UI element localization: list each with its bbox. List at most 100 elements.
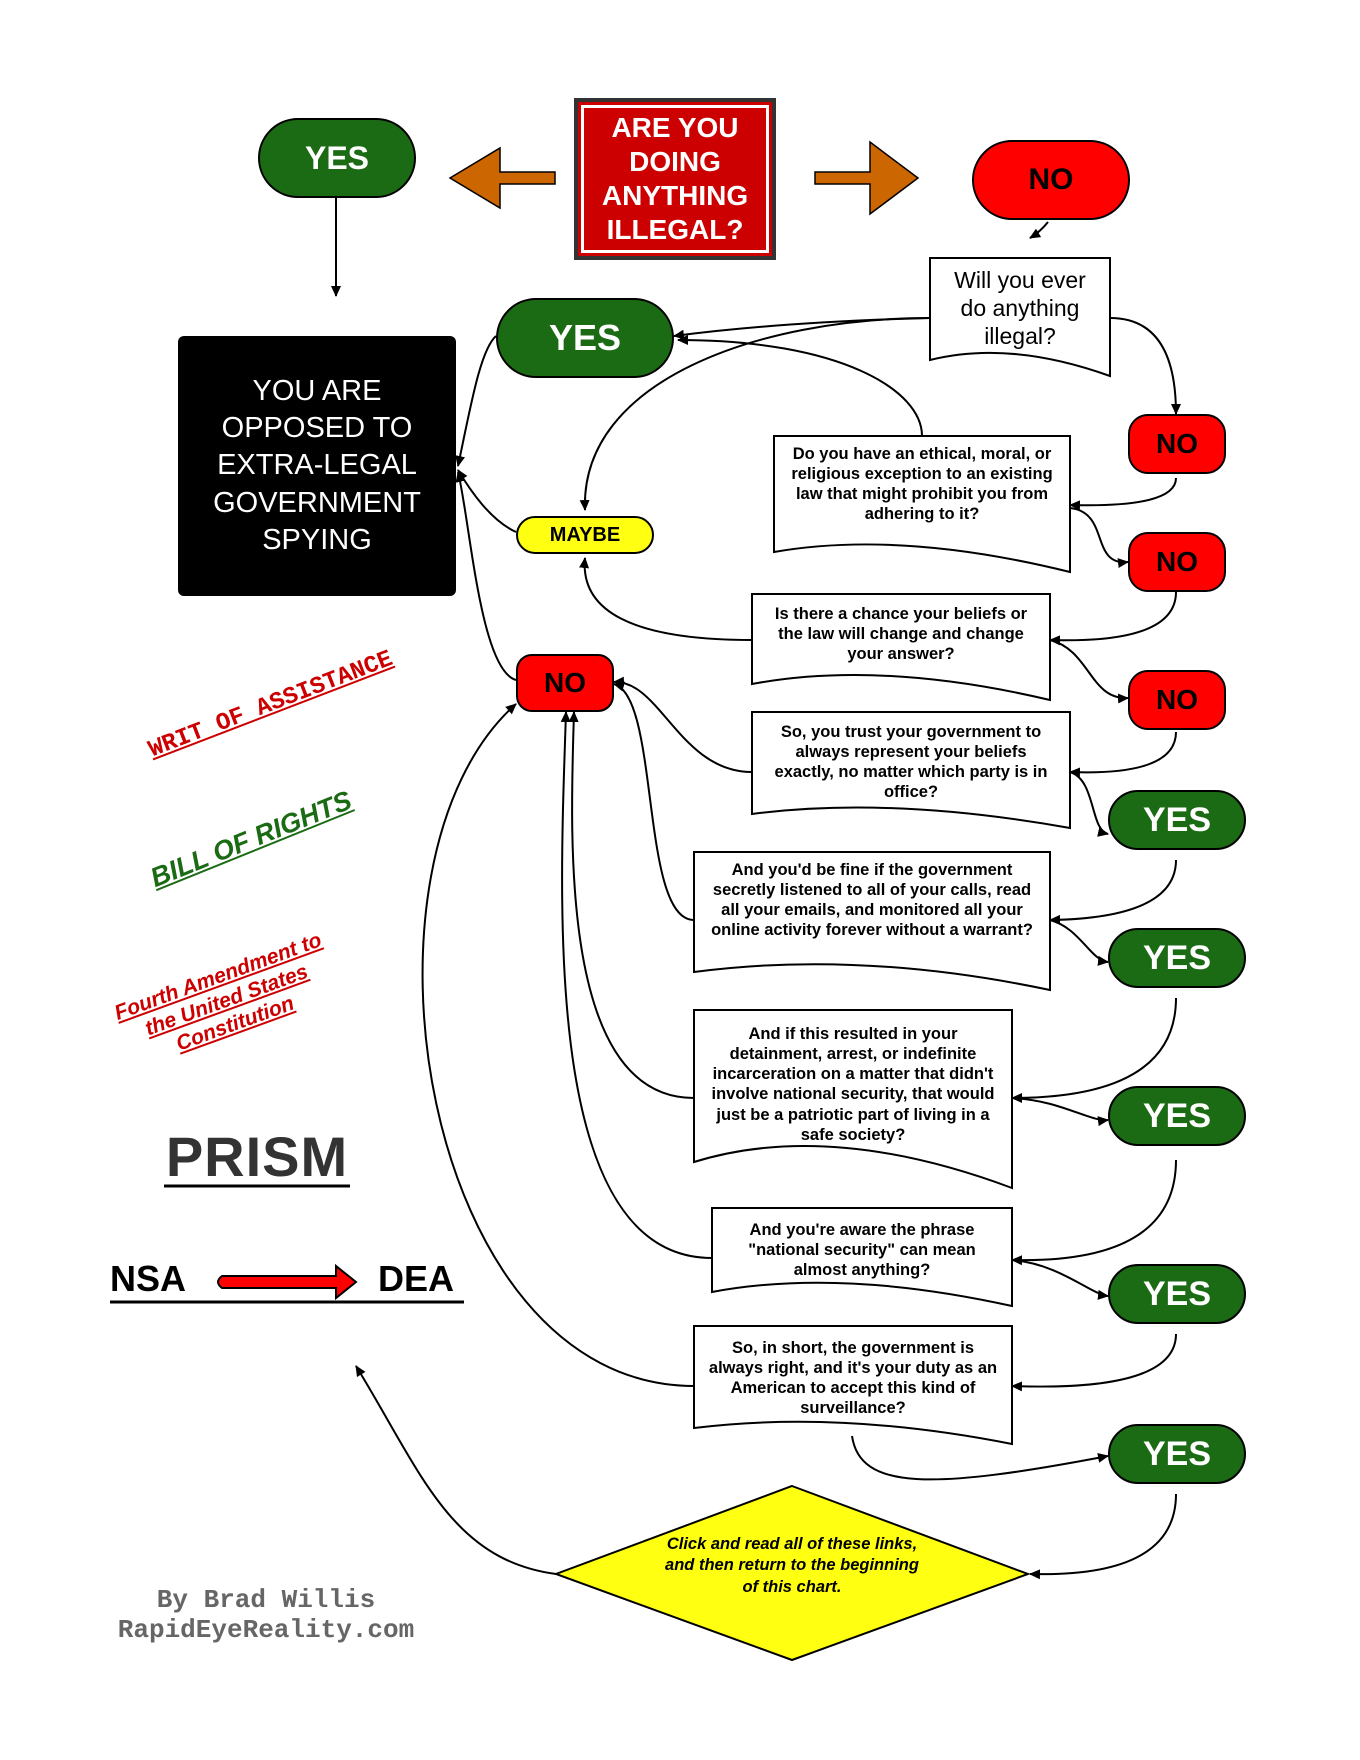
answer-yes-2-label: YES bbox=[1142, 938, 1212, 977]
answer-no-3: NO bbox=[1128, 670, 1226, 730]
answer-no-1-label: NO bbox=[1156, 428, 1198, 459]
q4-shape bbox=[751, 711, 1071, 830]
answer-yes-3-label: YES bbox=[1142, 1096, 1212, 1135]
connector bbox=[613, 681, 695, 921]
answer-no-2: NO bbox=[1128, 532, 1226, 592]
q2-shape bbox=[773, 435, 1071, 574]
connector bbox=[455, 335, 497, 467]
question-1: Will you ever do anything illegal? bbox=[930, 258, 1110, 368]
dea-link[interactable]: DEA bbox=[378, 1258, 454, 1300]
question-2-text: Do you have an ethical, moral, or religi… bbox=[791, 445, 1053, 524]
prism-link[interactable]: PRISM bbox=[164, 1124, 350, 1189]
question-6-text: And if this resulted in your detainment,… bbox=[711, 1025, 995, 1144]
hub-no-label: NO bbox=[544, 667, 586, 698]
answer-yes-4-label: YES bbox=[1142, 1274, 1212, 1313]
connector bbox=[1069, 477, 1177, 511]
connector bbox=[1029, 221, 1049, 239]
connector bbox=[1011, 1097, 1109, 1127]
dea-text: DEA bbox=[378, 1258, 455, 1299]
nsa-text: NSA bbox=[110, 1258, 187, 1299]
right-arrow-shape bbox=[814, 140, 920, 216]
hub-maybe-label: MAYBE bbox=[549, 523, 621, 546]
question-7-text: And you're aware the phrase "national se… bbox=[748, 1221, 976, 1280]
connector bbox=[1049, 639, 1129, 704]
q6-shape bbox=[693, 1009, 1013, 1190]
q5-shape bbox=[693, 851, 1051, 992]
q7-shape bbox=[711, 1207, 1013, 1308]
answer-yes-4: YES bbox=[1108, 1264, 1246, 1324]
credit-author: By Brad Willis bbox=[156, 1585, 376, 1615]
connector bbox=[579, 557, 753, 641]
answer-no-3-label: NO bbox=[1156, 684, 1198, 715]
connector bbox=[677, 335, 923, 437]
connector bbox=[455, 471, 517, 681]
final-instruction: Click and read all of these links, and t… bbox=[660, 1534, 924, 1598]
start-question-text: ARE YOU DOING ANYTHING ILLEGAL? bbox=[601, 111, 749, 246]
prism-text: PRISM bbox=[165, 1125, 349, 1188]
connector bbox=[568, 711, 695, 1099]
question-3: Is there a chance your beliefs or the la… bbox=[752, 594, 1050, 694]
connector bbox=[1011, 1333, 1177, 1392]
question-5-text: And you'd be fine if the government secr… bbox=[711, 861, 1033, 940]
question-2: Do you have an ethical, moral, or religi… bbox=[774, 436, 1070, 566]
connector bbox=[1011, 1159, 1177, 1266]
result-box: YOU ARE OPPOSED TO EXTRA-LEGAL GOVERNMEN… bbox=[178, 336, 456, 596]
connector bbox=[1029, 1493, 1177, 1580]
connector bbox=[355, 1365, 557, 1575]
start-question-box: ARE YOU DOING ANYTHING ILLEGAL? bbox=[574, 98, 776, 260]
answer-yes-1: YES bbox=[1108, 790, 1246, 850]
connector bbox=[1011, 997, 1177, 1103]
connector bbox=[1069, 731, 1177, 778]
connector bbox=[851, 1435, 1109, 1481]
connector bbox=[1049, 591, 1177, 646]
question-4: So, you trust your government to always … bbox=[752, 712, 1070, 822]
answer-no-2-label: NO bbox=[1156, 546, 1198, 577]
question-6: And if this resulted in your detainment,… bbox=[694, 1010, 1012, 1180]
answer-yes-3: YES bbox=[1108, 1086, 1246, 1146]
final-instruction-text: Click and read all of these links, and t… bbox=[665, 1535, 919, 1596]
connector bbox=[1109, 317, 1181, 415]
credit-block: By Brad Willis RapidEyeReality.com bbox=[96, 1585, 436, 1646]
top-no-pill: NO bbox=[972, 140, 1130, 220]
question-1-text: Will you ever do anything illegal? bbox=[954, 267, 1086, 350]
connector bbox=[421, 703, 695, 1387]
question-7: And you're aware the phrase "national se… bbox=[712, 1208, 1012, 1300]
left-arrow-shape bbox=[448, 146, 556, 210]
q1-shape bbox=[929, 257, 1111, 378]
connector bbox=[1069, 771, 1109, 837]
connector bbox=[1049, 859, 1177, 925]
hub-no-pill: NO bbox=[516, 654, 614, 712]
top-yes-label: YES bbox=[304, 139, 370, 176]
question-3-text: Is there a chance your beliefs or the la… bbox=[774, 605, 1028, 664]
answer-yes-1-label: YES bbox=[1142, 800, 1212, 839]
connector bbox=[579, 317, 931, 511]
answer-yes-5-label: YES bbox=[1142, 1434, 1212, 1473]
connector bbox=[1049, 919, 1109, 966]
nsa-dea-arrow-shape bbox=[217, 1263, 358, 1301]
top-yes-pill: YES bbox=[258, 118, 416, 198]
final-diamond-shape bbox=[553, 1484, 1031, 1662]
hub-yes-label: YES bbox=[548, 317, 622, 358]
connector bbox=[613, 676, 753, 773]
result-text: YOU ARE OPPOSED TO EXTRA-LEGAL GOVERNMEN… bbox=[213, 375, 421, 556]
answer-yes-5: YES bbox=[1108, 1424, 1246, 1484]
hub-yes-pill: YES bbox=[496, 298, 674, 378]
question-5: And you'd be fine if the government secr… bbox=[694, 852, 1050, 982]
connector bbox=[1069, 507, 1129, 569]
hub-maybe-pill: MAYBE bbox=[516, 516, 654, 554]
top-no-label: NO bbox=[1028, 163, 1074, 196]
nsa-link[interactable]: NSA bbox=[110, 1258, 186, 1300]
question-4-text: So, you trust your government to always … bbox=[774, 723, 1048, 802]
question-8: So, in short, the government is always r… bbox=[694, 1326, 1012, 1436]
connector bbox=[1011, 1259, 1109, 1300]
q8-shape bbox=[693, 1325, 1013, 1446]
credit-site: RapidEyeReality.com bbox=[117, 1614, 415, 1645]
q3-shape bbox=[751, 593, 1051, 702]
connector bbox=[673, 317, 931, 340]
connector bbox=[560, 711, 713, 1259]
answer-yes-2: YES bbox=[1108, 928, 1246, 988]
question-8-text: So, in short, the government is always r… bbox=[708, 1339, 998, 1418]
answer-no-1: NO bbox=[1128, 414, 1226, 474]
